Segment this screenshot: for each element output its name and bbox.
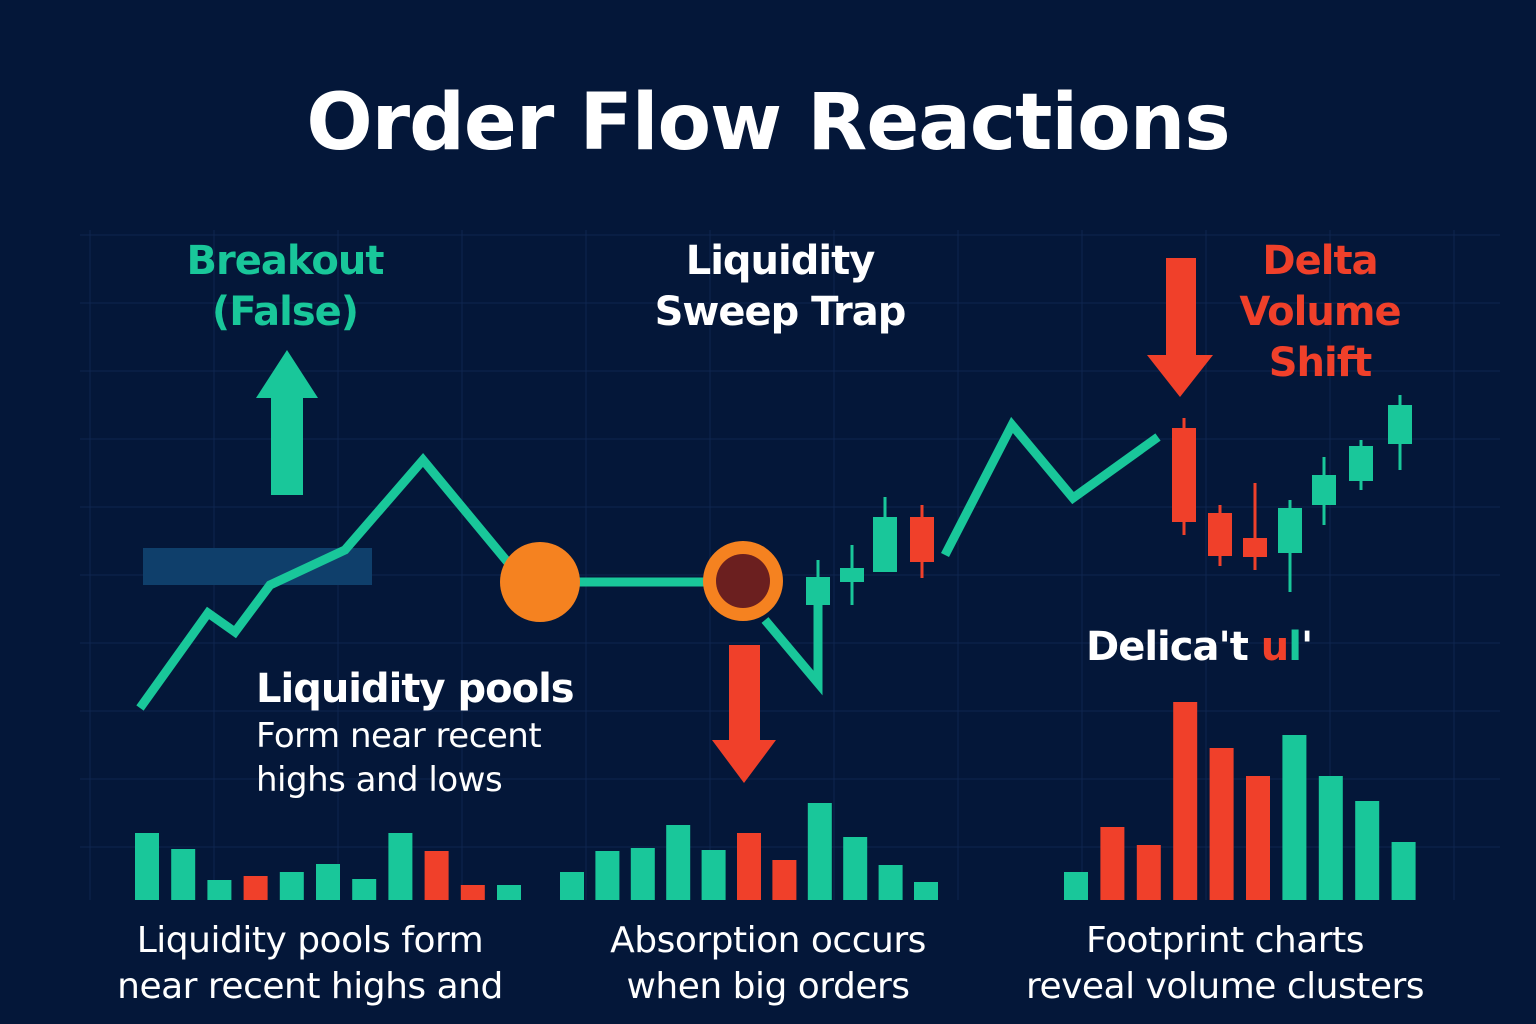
volume-bar [560, 872, 584, 900]
candle-body [1208, 513, 1232, 556]
caption-middle: Absorption occurs when big orders [560, 918, 976, 1010]
volume-bar [1318, 776, 1343, 900]
liquidity-circle [500, 542, 580, 622]
volume-bar [737, 833, 761, 900]
price-line-right [940, 416, 1161, 558]
pools-line-2: highs and lows [256, 760, 503, 800]
delta-line-1: Delta [1262, 238, 1378, 284]
pools-line-1: Form near recent [256, 716, 542, 756]
candle-body [1312, 475, 1336, 505]
volume-bars [135, 702, 1416, 900]
delta-line-3: Shift [1268, 340, 1373, 386]
garbled-tick: ' [1300, 624, 1313, 670]
volume-bar [316, 864, 340, 900]
volume-bar [666, 825, 691, 900]
volume-bar [388, 833, 413, 900]
volume-bar [878, 865, 903, 900]
pools-heading: Liquidity pools [256, 666, 575, 712]
volume-bar [1136, 845, 1161, 900]
caption-middle-line-2: when big orders [626, 966, 910, 1007]
volume-bar [352, 879, 377, 900]
candlesticks [806, 395, 1412, 605]
candle-body [840, 568, 864, 582]
volume-bar [1173, 702, 1198, 900]
caption-right-line-1: Footprint charts [1086, 920, 1364, 961]
volume-bar [1282, 735, 1307, 900]
caption-right: Footprint charts reveal volume clusters [1010, 918, 1440, 1010]
volume-bar [460, 885, 485, 900]
caption-left-line-1: Liquidity pools form [136, 920, 484, 961]
volume-bar [135, 833, 159, 900]
volume-bar [772, 860, 797, 900]
volume-bar [1064, 872, 1088, 900]
volume-bar [424, 851, 449, 900]
volume-bar [207, 880, 232, 900]
volume-bar [171, 849, 196, 900]
candle-body [910, 517, 934, 562]
delta-label: Delta Volume Shift [1220, 236, 1420, 389]
candle-body [1243, 538, 1267, 557]
volume-bar [630, 848, 655, 900]
caption-middle-line-1: Absorption occurs [610, 920, 926, 961]
candle-body [806, 577, 830, 605]
candle-body [1388, 405, 1412, 444]
sweep-label: Liquidity Sweep Trap [630, 236, 930, 338]
candle-body [1172, 428, 1196, 522]
pools-annotation: Liquidity pools Form near recent highs a… [256, 664, 575, 802]
volume-bar [701, 850, 726, 900]
candle-body [1349, 446, 1373, 481]
delta-line-2: Volume [1239, 289, 1401, 335]
arrow-down-icon [1147, 258, 1213, 397]
volume-bar [279, 872, 304, 900]
breakout-line-1: Breakout [186, 238, 385, 284]
volume-bar [914, 882, 938, 900]
volume-bar [1391, 842, 1416, 900]
volume-bar [243, 876, 268, 900]
candle-body [873, 517, 897, 572]
sweep-line-1: Liquidity [685, 238, 876, 284]
page-title: Order Flow Reactions [306, 78, 1230, 168]
breakout-line-2: (False) [211, 289, 359, 335]
garbled-green-letter: l [1288, 624, 1302, 670]
arrow-down-icon [712, 645, 776, 783]
price-line-left [136, 453, 514, 711]
volume-bar [497, 885, 521, 900]
volume-bar [595, 851, 620, 900]
delta-garbled-label: Delica't ul' [1086, 624, 1313, 670]
price-line-sweep [761, 577, 823, 696]
caption-right-line-2: reveal volume clusters [1025, 966, 1425, 1007]
caption-left-line-2: near recent highs and [117, 966, 503, 1007]
volume-bar [807, 803, 832, 900]
sweep-line-2: Sweep Trap [654, 289, 907, 335]
garbled-red-letter: u [1260, 624, 1290, 670]
candle-body [1278, 508, 1302, 553]
sweep-circle-center [716, 554, 770, 608]
volume-bar [1355, 801, 1380, 900]
volume-bar [1246, 776, 1270, 900]
volume-bar [1100, 827, 1125, 900]
volume-bar [1209, 748, 1234, 900]
caption-left: Liquidity pools form near recent highs a… [90, 918, 530, 1010]
arrow-up-icon [256, 350, 318, 495]
garbled-text: Delica't [1086, 624, 1249, 670]
volume-bar [843, 837, 868, 900]
breakout-label: Breakout (False) [170, 236, 400, 338]
